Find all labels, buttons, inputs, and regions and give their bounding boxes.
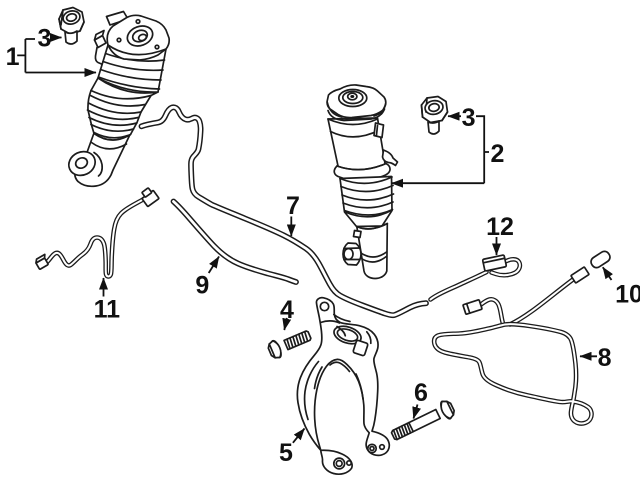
svg-text:5: 5	[279, 439, 293, 467]
svg-text:6: 6	[414, 379, 428, 407]
svg-text:12: 12	[486, 213, 514, 241]
svg-text:2: 2	[491, 140, 505, 168]
svg-text:3: 3	[37, 25, 51, 53]
svg-text:8: 8	[598, 344, 612, 372]
svg-text:9: 9	[195, 272, 209, 300]
svg-text:4: 4	[280, 296, 294, 324]
svg-text:3: 3	[462, 104, 476, 132]
svg-text:1: 1	[6, 43, 20, 71]
svg-text:7: 7	[286, 192, 300, 220]
svg-text:11: 11	[94, 296, 121, 324]
svg-text:10: 10	[615, 281, 640, 309]
